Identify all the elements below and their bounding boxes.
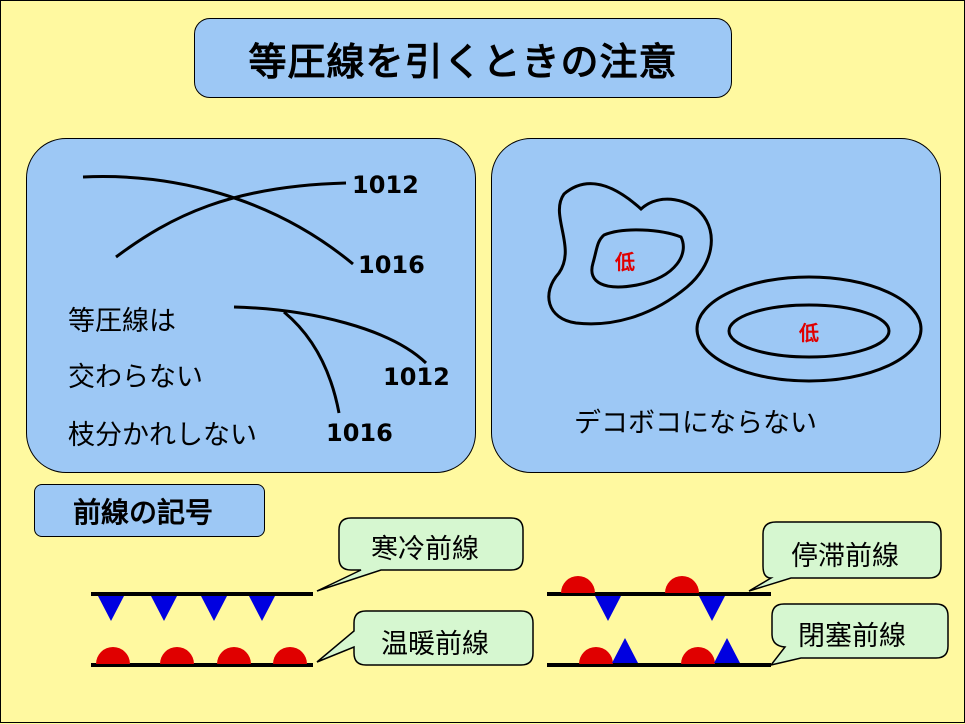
smooth-contour-caption: デコボコにならない <box>574 408 817 439</box>
stationary-front-triangle <box>595 596 621 621</box>
warm-front-label: 温暖前線 <box>381 629 489 660</box>
warm-front-semicircle <box>217 647 251 664</box>
low-pressure-label: 低 <box>799 321 819 345</box>
stationary-front-triangle <box>699 596 725 621</box>
warm-front-semicircle <box>160 647 194 664</box>
bumpy-contour-inner <box>590 228 685 289</box>
rule-text-line1: 等圧線は <box>68 306 176 337</box>
low-pressure-label: 低 <box>615 250 635 274</box>
occluded-front-semicircle <box>579 647 613 664</box>
occluded-front-semicircle <box>681 647 715 664</box>
callout-cold-bubble <box>316 517 524 592</box>
rule-text-line2: 交わらない <box>68 362 203 393</box>
isobar-label-1016-branch: 1016 <box>326 419 393 447</box>
crossing-isobar-1012 <box>115 181 347 259</box>
branching-isobar-1012 <box>233 305 428 365</box>
occluded-front-label: 閉塞前線 <box>798 621 906 652</box>
cold-front-triangle <box>249 596 275 621</box>
branching-isobar-1016 <box>283 310 341 414</box>
isobar-label-1016: 1016 <box>358 251 425 279</box>
rule-text-line3: 枝分かれしない <box>68 420 257 451</box>
cold-front-triangle <box>98 596 124 621</box>
isobar-label-1012-branch: 1012 <box>383 363 450 391</box>
cold-front-triangle <box>201 596 227 621</box>
warm-front-semicircle <box>273 647 307 664</box>
callout-stationary-bubble <box>748 521 942 592</box>
smooth-contour-outer <box>695 275 923 383</box>
bumpy-contour-outer <box>547 182 713 326</box>
crossing-isobar-1016 <box>82 175 354 266</box>
slide-title: 等圧線を引くときの注意 <box>194 18 732 98</box>
occluded-front-triangle <box>612 638 638 663</box>
stationary-front-semicircle <box>561 576 595 593</box>
callout-occluded-bubble <box>769 603 949 667</box>
stationary-front-label: 停滞前線 <box>791 541 899 572</box>
cold-front-triangle <box>151 596 177 621</box>
occluded-front-triangle <box>714 638 740 663</box>
cold-front-label: 寒冷前線 <box>371 534 479 565</box>
isobar-label-1012: 1012 <box>352 171 419 199</box>
warm-front-semicircle <box>96 647 130 664</box>
callout-warm-bubble <box>316 610 534 666</box>
smooth-contour-inner <box>727 303 891 359</box>
stationary-front-semicircle <box>665 576 699 593</box>
fronts-heading: 前線の記号 <box>34 484 265 537</box>
